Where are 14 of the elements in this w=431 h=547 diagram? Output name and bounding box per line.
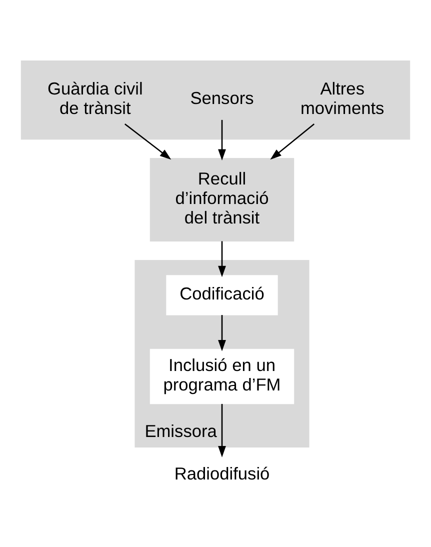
cluster [20,60,410,140]
node-box: Inclusió en un programa d’FM [150,348,294,404]
node-text: Altres moviments [300,78,384,118]
arrow [218,315,226,352]
arrow [270,124,315,160]
node-text: Sensors [190,88,254,108]
node-text: Radiodifusió [174,463,270,484]
node-box: Recull d’informació del trànsit [150,158,294,242]
node-box: Codificació [166,275,278,316]
arrow [218,120,226,160]
node-text: Guàrdia civil de trànsit [47,78,143,118]
arrow [218,404,226,458]
arrow [218,241,226,278]
arrow [124,123,172,160]
